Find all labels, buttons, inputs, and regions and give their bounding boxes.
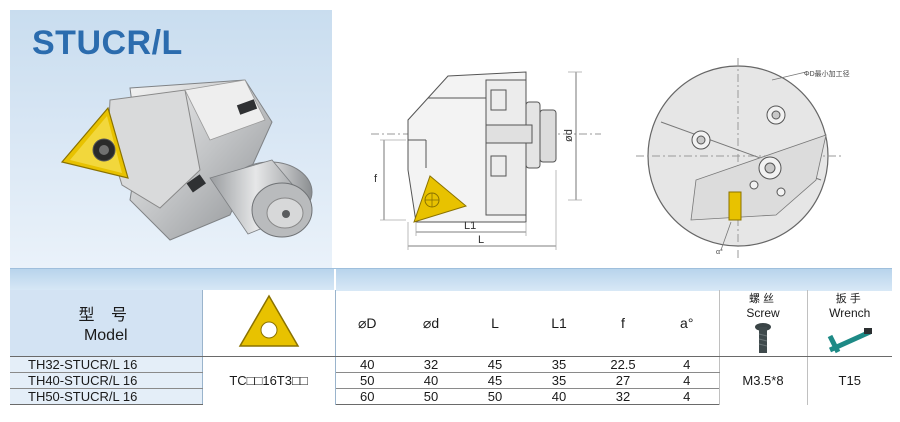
dim-alpha-label: α° <box>716 248 723 256</box>
wrench-header-en: Wrench <box>829 306 871 320</box>
screw-header-cn: 螺丝 <box>749 293 777 305</box>
model-cell: TH50-STUCR/L 16 <box>10 388 203 405</box>
cell-a: 4 <box>655 372 719 389</box>
cell-D: 40 <box>335 356 399 373</box>
cell-f: 22.5 <box>591 356 655 373</box>
insert-header <box>202 290 336 357</box>
table-header-row: 型 号 Model ⌀D ⌀d L L1 f a° 螺丝 Screw <box>10 290 892 357</box>
dim-l1-label: L1 <box>464 220 476 232</box>
model-header-en: Model <box>83 327 128 344</box>
header-l: L <box>463 290 527 357</box>
wrench-icon <box>827 328 872 354</box>
cell-d: 40 <box>399 372 463 389</box>
header-f: f <box>591 290 655 357</box>
cell-a: 4 <box>655 388 719 405</box>
cell-L: 50 <box>463 388 527 405</box>
model-header: 型 号 Model <box>10 290 203 357</box>
wrench-cell: T15 <box>806 356 892 405</box>
product-title: STUCR/L <box>32 24 183 62</box>
header-od-small: ⌀d <box>399 290 463 357</box>
cell-d: 50 <box>399 388 463 405</box>
spec-table: 型 号 Model ⌀D ⌀d L L1 f a° 螺丝 Screw <box>10 290 892 405</box>
product-photo-panel: STUCR/L <box>10 10 332 268</box>
screw-icon <box>755 323 771 353</box>
table-row: TH40-STUCR/L 16 50 40 45 35 27 4 <box>10 372 892 389</box>
dim-od-label: ød <box>563 129 575 142</box>
technical-drawing-panel: f ød L1 L ΦD最小加工径 α° <box>336 10 892 268</box>
header-od-big: ⌀D <box>335 290 399 357</box>
cell-L1: 40 <box>527 388 591 405</box>
cell-L: 45 <box>463 356 527 373</box>
wrench-header: 扳手 Wrench <box>806 290 892 357</box>
wrench-header-cn: 扳手 <box>835 293 864 305</box>
cell-L1: 35 <box>527 356 591 373</box>
side-view-drawing: f ød L1 L <box>371 71 601 250</box>
cell-L1: 35 <box>527 372 591 389</box>
insert-shape <box>413 175 468 223</box>
insert-cell: TC□□16T3□□ <box>202 356 336 405</box>
screw-header-en: Screw <box>746 306 780 320</box>
header-l1: L1 <box>527 290 591 357</box>
screw-header: 螺丝 Screw <box>718 290 807 357</box>
tool-holder-photo <box>60 79 313 241</box>
model-header-cn: 型 号 <box>78 307 133 324</box>
cell-D: 60 <box>335 388 399 405</box>
cell-D: 50 <box>335 372 399 389</box>
model-cell: TH32-STUCR/L 16 <box>10 356 203 373</box>
band-divider <box>334 269 336 291</box>
cell-f: 27 <box>591 372 655 389</box>
insert-icon <box>238 294 299 347</box>
screw-cell: M3.5*8 <box>718 356 807 405</box>
table-row: TH50-STUCR/L 16 60 50 50 40 32 4 <box>10 388 892 405</box>
cell-L: 45 <box>463 372 527 389</box>
table-row: TH32-STUCR/L 16 TC□□16T3□□ 40 32 45 35 2… <box>10 356 892 405</box>
model-cell: TH40-STUCR/L 16 <box>10 372 203 389</box>
front-view-drawing: ΦD最小加工径 α° <box>636 58 850 260</box>
dim-l-label: L <box>478 234 484 246</box>
cell-f: 32 <box>591 388 655 405</box>
dim-f-label: f <box>374 173 378 185</box>
header-a: a° <box>655 290 719 357</box>
cell-a: 4 <box>655 356 719 373</box>
cell-d: 32 <box>399 356 463 373</box>
table-header-band <box>10 268 892 291</box>
min-bore-note: ΦD最小加工径 <box>804 69 850 78</box>
